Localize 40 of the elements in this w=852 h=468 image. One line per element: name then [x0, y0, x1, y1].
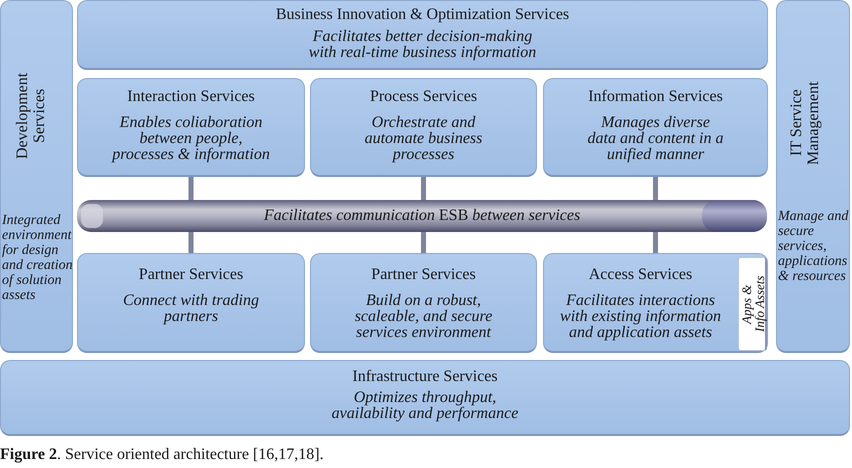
- service-box: [543, 253, 768, 353]
- pipe-label: Facilitates communication ESB between services: [264, 207, 580, 225]
- service-box: [543, 78, 768, 177]
- box-title: Infrastructure Services: [352, 367, 498, 386]
- box-description: Optimizes throughput, availability and performance: [330, 390, 520, 422]
- service-column: [0, 0, 73, 353]
- column-title: IT Service Management: [788, 80, 822, 167]
- box-description: Enables coliaboration between people, processes & information: [111, 115, 271, 163]
- service-column: [776, 0, 850, 353]
- connector-line: [421, 177, 426, 200]
- service-box: [310, 78, 537, 177]
- box-description: Build on a robust, scaleable, and secure services environment: [354, 293, 494, 341]
- tab-label: Apps & Info Assets: [740, 274, 766, 334]
- connector-line: [188, 232, 194, 253]
- box-title: Access Services: [588, 265, 692, 284]
- figure-caption: Figure 2. Service oriented architecture [16,17,18].: [0, 446, 324, 464]
- box-description: Connect with trading partners: [122, 293, 260, 325]
- service-box: [77, 0, 768, 70]
- box-description: Facilitates interactions with existing information and application assets: [559, 293, 722, 341]
- box-title: Partner Services: [138, 265, 244, 284]
- service-box: [77, 78, 305, 177]
- box-title: Business Innovation & Optimization Services: [276, 5, 570, 24]
- service-box: [77, 253, 305, 353]
- box-title: Partner Services: [371, 265, 476, 284]
- connector-line: [188, 177, 194, 200]
- box-description: Orchestrate and automate business processes: [364, 115, 484, 163]
- box-description: Facilitates better decision-making with real-time business information: [308, 29, 538, 61]
- column-description: Integrated environment for design and creation of solution assets: [2, 213, 74, 303]
- box-description: Manages diverse data and content in a unified manner: [586, 115, 724, 163]
- box-title: Process Services: [370, 87, 478, 106]
- connector-line: [653, 177, 658, 200]
- asset-tab: [738, 257, 767, 351]
- connector-line: [653, 232, 658, 253]
- service-box: [0, 360, 850, 436]
- column-title: Development Services: [14, 72, 48, 162]
- box-title: Information Services: [588, 87, 723, 106]
- service-box: [310, 253, 537, 353]
- box-title: Interaction Services: [127, 87, 255, 106]
- connector-line: [421, 232, 426, 253]
- column-description: Manage and secure services, applications & resources: [778, 209, 850, 284]
